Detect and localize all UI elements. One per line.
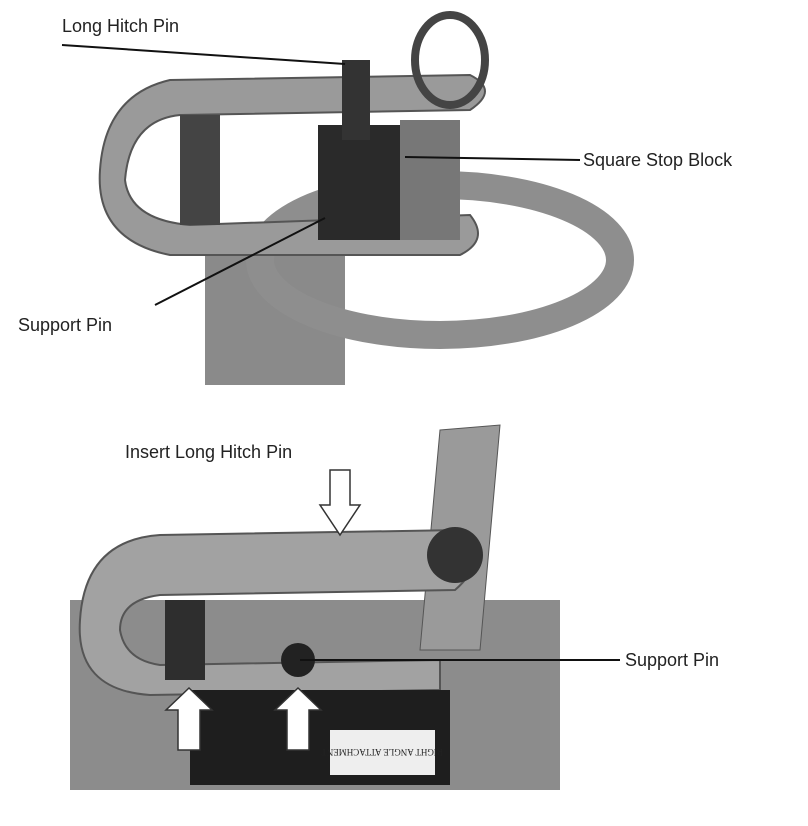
- label-support-pin-top: Support Pin: [18, 315, 113, 335]
- label-long-hitch-pin: Long Hitch Pin: [62, 16, 180, 36]
- arrow-up-icon: [273, 686, 323, 751]
- clevis-bracket: [78, 528, 475, 697]
- label-support-pin-bottom: Support Pin: [625, 650, 720, 670]
- die-roller: [400, 120, 460, 240]
- support-roller: [165, 600, 205, 680]
- long-hitch-pin: [342, 60, 370, 140]
- square-stop-block: [318, 125, 408, 240]
- bottom-photo: RIGHT ANGLE ATTACHMENT: [70, 424, 620, 790]
- hitch-pin-ring: [427, 527, 483, 583]
- arrow-up-icon: [164, 686, 214, 751]
- support-roller: [180, 115, 220, 225]
- attachment-label: RIGHT ANGLE ATTACHMENT: [321, 747, 443, 757]
- top-photo: [61, 11, 634, 385]
- arrow-down-icon: [318, 469, 362, 537]
- attachment-label-plate: [330, 730, 435, 775]
- label-insert-long-hitch-pin: Insert Long Hitch Pin: [125, 442, 293, 462]
- hitch-pin-ring: [411, 11, 489, 109]
- leader-line: [404, 156, 581, 161]
- support-pin: [281, 643, 315, 677]
- leader-line: [61, 44, 346, 65]
- leader-line: [154, 217, 326, 306]
- label-square-stop-block: Square Stop Block: [583, 150, 733, 170]
